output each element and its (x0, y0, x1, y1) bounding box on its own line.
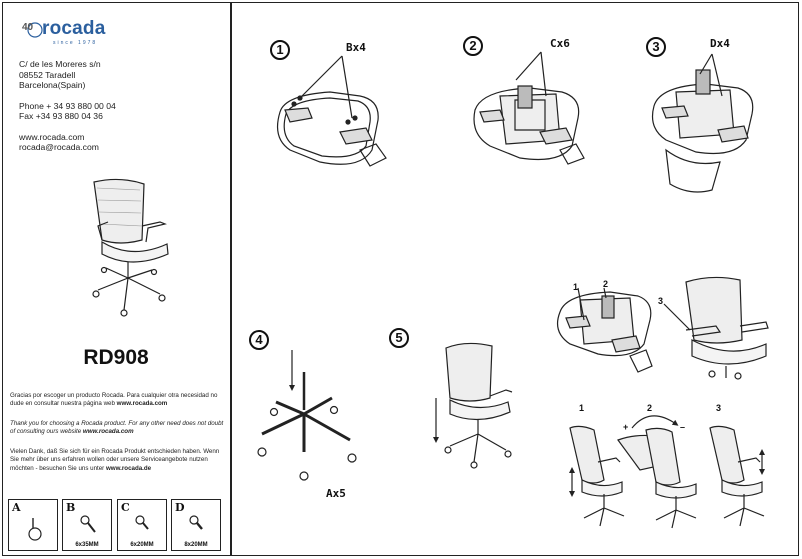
bolt-icon (135, 515, 149, 530)
email: rocada@rocada.com (19, 142, 99, 152)
note-en-text: Thank you for choosing a Rocada product.… (10, 420, 224, 436)
step2-mechanism-drawing (473, 51, 585, 165)
adjust-2-number: 2 (647, 403, 653, 413)
callout-3: 3 (658, 296, 664, 306)
adjust3-chair-drawing (709, 425, 765, 527)
callout-chair-drawing (663, 276, 769, 380)
hardware-letter: D (175, 501, 185, 514)
anniversary-badge-icon: 40 (22, 22, 43, 38)
hardware-letter: C (121, 501, 130, 514)
adjust-3-number: 3 (716, 403, 722, 413)
column-divider (230, 2, 232, 556)
hardware-size: 6x35MM (75, 542, 99, 548)
step-5-number: 5 (389, 328, 409, 348)
note-es-text: Gracias por escoger un producto Rocada. … (10, 392, 218, 408)
step-1-label: Bx4 (346, 41, 366, 54)
chair-illustration (92, 178, 169, 317)
tilt-minus-label: – (680, 422, 686, 432)
adjust2-chair-drawing (617, 415, 697, 529)
note-german: Vielen Dank, daß Sie sich für ein Rocada… (10, 448, 224, 473)
callout-1: 1 (573, 282, 579, 292)
note-english: Thank you for choosing a Rocada product.… (10, 420, 224, 437)
phone: Phone + 34 93 880 00 04 (19, 100, 116, 111)
hardware-b: B 6x35MM (62, 499, 112, 551)
step-4-number: 4 (249, 330, 269, 350)
fax: Fax +34 93 880 04 36 (19, 111, 103, 121)
step-1-number: 1 (270, 40, 290, 60)
address-city: Barcelona(Spain) (19, 80, 86, 90)
note-de-text: Vielen Dank, daß Sie sich für ein Rocada… (10, 448, 220, 472)
hardware-a: A (8, 499, 58, 551)
adjust1-chair-drawing (569, 425, 625, 527)
address-street: C/ de les Moreres s/n (19, 59, 101, 69)
note-de-link[interactable]: www.rocada.de (105, 464, 152, 472)
anniversary-number: 40 (22, 22, 34, 33)
step1-seat-drawing (277, 55, 387, 167)
step-3-label: Dx4 (710, 37, 730, 50)
bolt-icon (80, 515, 96, 533)
model-number: RD908 (83, 346, 149, 369)
tilt-plus-label: + (623, 422, 629, 432)
step-4-label: Ax5 (326, 487, 346, 500)
step-2-number: 2 (463, 36, 483, 56)
step5-chair-drawing (433, 342, 513, 469)
step3-mechanism-drawing (651, 53, 754, 193)
website: www.rocada.com (19, 131, 85, 142)
step-3-number: 3 (646, 37, 666, 57)
adjust-1-number: 1 (579, 403, 585, 413)
brand-name: rocada (42, 18, 106, 39)
note-spanish: Gracias por escoger un producto Rocada. … (10, 392, 224, 409)
note-en-link[interactable]: www.rocada.com (82, 428, 134, 436)
caster-icon (28, 518, 42, 541)
callout-mechanism-drawing (557, 287, 653, 373)
left-panel: 40 rocada since 1978 C/ de les Moreres s… (2, 2, 230, 556)
hardware-size: 6x20MM (130, 542, 154, 548)
contact-block: C/ de les Moreres s/n 08552 Taradell Bar… (19, 59, 116, 153)
address-postal: 08552 Taradell (19, 69, 76, 80)
callout-2: 2 (603, 279, 609, 289)
bolt-icon (189, 515, 203, 530)
hardware-size: 8x20MM (184, 542, 208, 548)
step-2-label: Cx6 (550, 37, 570, 50)
hardware-letter: B (66, 501, 76, 514)
brand-tagline: since 1978 (53, 40, 98, 46)
step4-base-drawing (257, 350, 357, 481)
hardware-d: D 8x20MM (171, 499, 221, 551)
note-es-link[interactable]: www.rocada.com (116, 400, 168, 408)
brand-logo: 40 rocada since 1978 (20, 16, 120, 50)
hardware-c: C 6x20MM (117, 499, 167, 551)
hardware-letter: A (12, 501, 21, 514)
